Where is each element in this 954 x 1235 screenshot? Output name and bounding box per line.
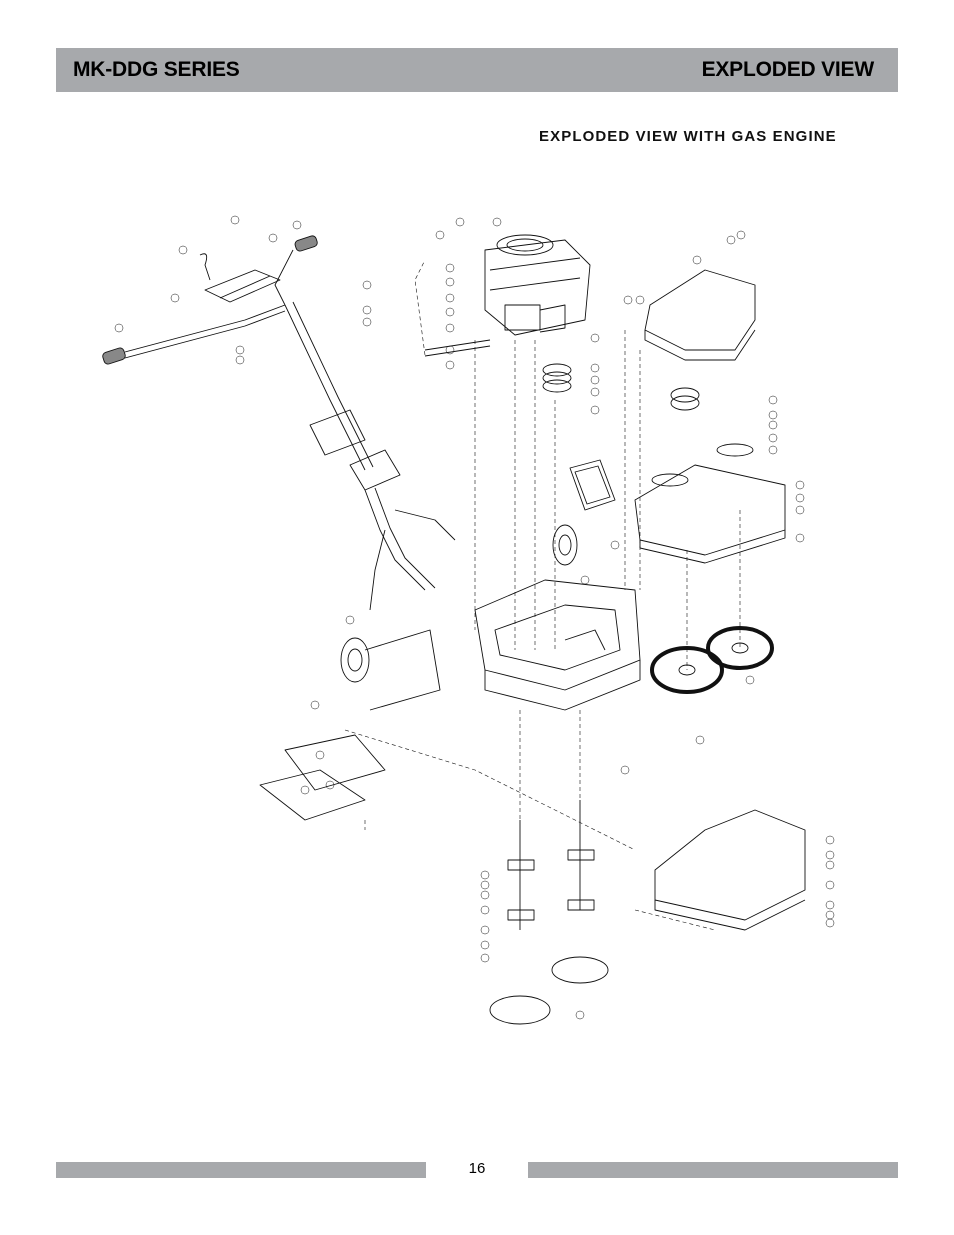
page-number: 16 [468, 1160, 486, 1177]
belt-pulleys-right [569, 387, 700, 511]
wheel-left [340, 524, 578, 711]
shaft-stacks [507, 800, 595, 930]
exploded-view-diagram [102, 215, 835, 1025]
handle-tube [284, 301, 456, 611]
floor-discs [489, 956, 609, 1025]
rotor-right [650, 626, 774, 694]
lower-frame [259, 734, 806, 931]
main-frame [474, 579, 641, 711]
engine-pulleys [542, 363, 572, 393]
gearbox-plate [634, 443, 786, 564]
belt-guard-cover [644, 269, 756, 361]
page-title: EXPLODED VIEW [701, 58, 875, 81]
footer-bar-left [56, 1162, 426, 1178]
series-title: MK-DDG SERIES [73, 58, 240, 81]
footer-bar-right [528, 1162, 898, 1178]
section-title: EXPLODED VIEW WITH GAS ENGINE [539, 128, 837, 145]
assembly-guides [344, 259, 741, 931]
header-bar: MK-DDG SERIES EXPLODED VIEW [56, 48, 898, 92]
engine-block [424, 234, 591, 357]
handle-assembly [102, 235, 318, 365]
